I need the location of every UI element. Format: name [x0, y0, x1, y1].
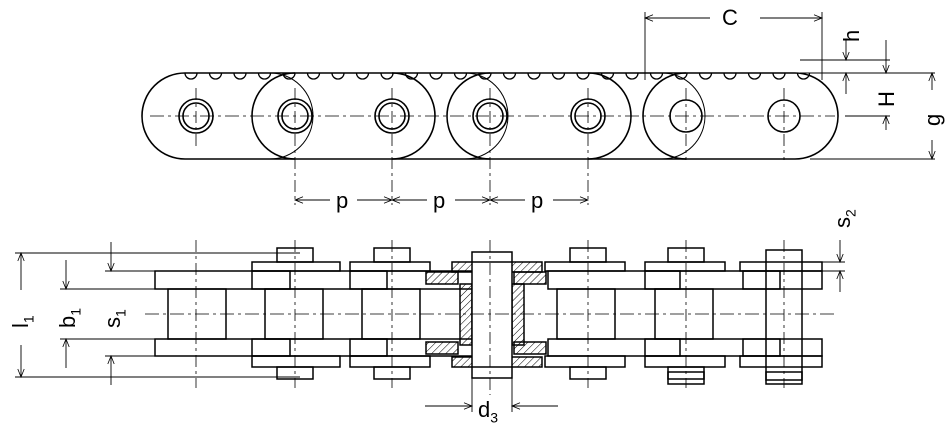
outer-plate — [544, 261, 626, 272]
chain-plate — [154, 270, 291, 290]
chain-plate — [251, 338, 388, 357]
tooth-notch — [576, 72, 590, 80]
outer-plate — [251, 355, 341, 368]
sectioned-pin — [425, 251, 547, 379]
top-teeth — [184, 72, 811, 80]
tooth-notch — [772, 72, 786, 80]
outer-plate — [739, 261, 823, 272]
dimensions-top — [293, 12, 936, 204]
tooth-notch — [257, 72, 272, 80]
outer-plate — [251, 261, 341, 272]
outer-plate — [644, 261, 726, 272]
chain-plate — [644, 270, 781, 290]
dim-label-s2: s2 — [830, 209, 859, 228]
dim-label-d3: d3 — [478, 397, 499, 426]
tooth-notch — [674, 72, 688, 80]
tooth-notch — [527, 72, 541, 80]
outer-plate — [349, 355, 431, 368]
chain-plate — [644, 338, 781, 357]
outer-plate — [644, 355, 726, 368]
tooth-notch — [233, 72, 247, 80]
dim-label-p-2: p — [433, 188, 446, 213]
dim-label-b1: b1 — [55, 307, 84, 328]
outer-plate — [544, 355, 626, 368]
dim-label-H: H — [874, 91, 899, 107]
chain-plan-view — [145, 240, 835, 395]
tooth-notch — [331, 72, 345, 80]
tooth-notch — [747, 72, 762, 80]
tooth-notch — [723, 72, 737, 80]
tooth-notch — [208, 72, 223, 80]
chain-plate — [547, 270, 681, 290]
tooth-notch — [184, 72, 198, 80]
dim-label-p-3: p — [531, 188, 544, 213]
dim-label-C: C — [722, 5, 738, 30]
tooth-notch — [796, 72, 811, 80]
tooth-notch — [551, 72, 566, 80]
dim-label-s1: s1 — [100, 309, 129, 328]
chain-plate — [742, 270, 823, 290]
tooth-notch — [649, 72, 664, 80]
tooth-notch — [380, 72, 394, 80]
dimensions-bottom — [15, 240, 845, 412]
tooth-notch — [306, 72, 321, 80]
tooth-notch — [355, 72, 370, 80]
chain-plate — [547, 338, 681, 357]
tooth-notch — [502, 72, 517, 80]
chain-plate — [251, 270, 388, 290]
tooth-notch — [429, 72, 443, 80]
tooth-notch — [698, 72, 713, 80]
chain-plate — [742, 338, 823, 357]
chain-side-view — [141, 72, 839, 205]
outer-plate — [349, 261, 431, 272]
dim-label-g: g — [920, 113, 945, 126]
tooth-notch — [625, 72, 639, 80]
tooth-notch — [453, 72, 468, 80]
dim-label-p-1: p — [336, 188, 349, 213]
dim-label-l1: l1 — [8, 315, 37, 328]
tooth-notch — [600, 72, 615, 80]
tooth-notch — [478, 72, 492, 80]
outer-plate — [739, 355, 823, 368]
tooth-notch — [282, 72, 296, 80]
tooth-notch — [404, 72, 419, 80]
dim-label-h: h — [839, 29, 864, 42]
chain-plate — [154, 338, 291, 357]
